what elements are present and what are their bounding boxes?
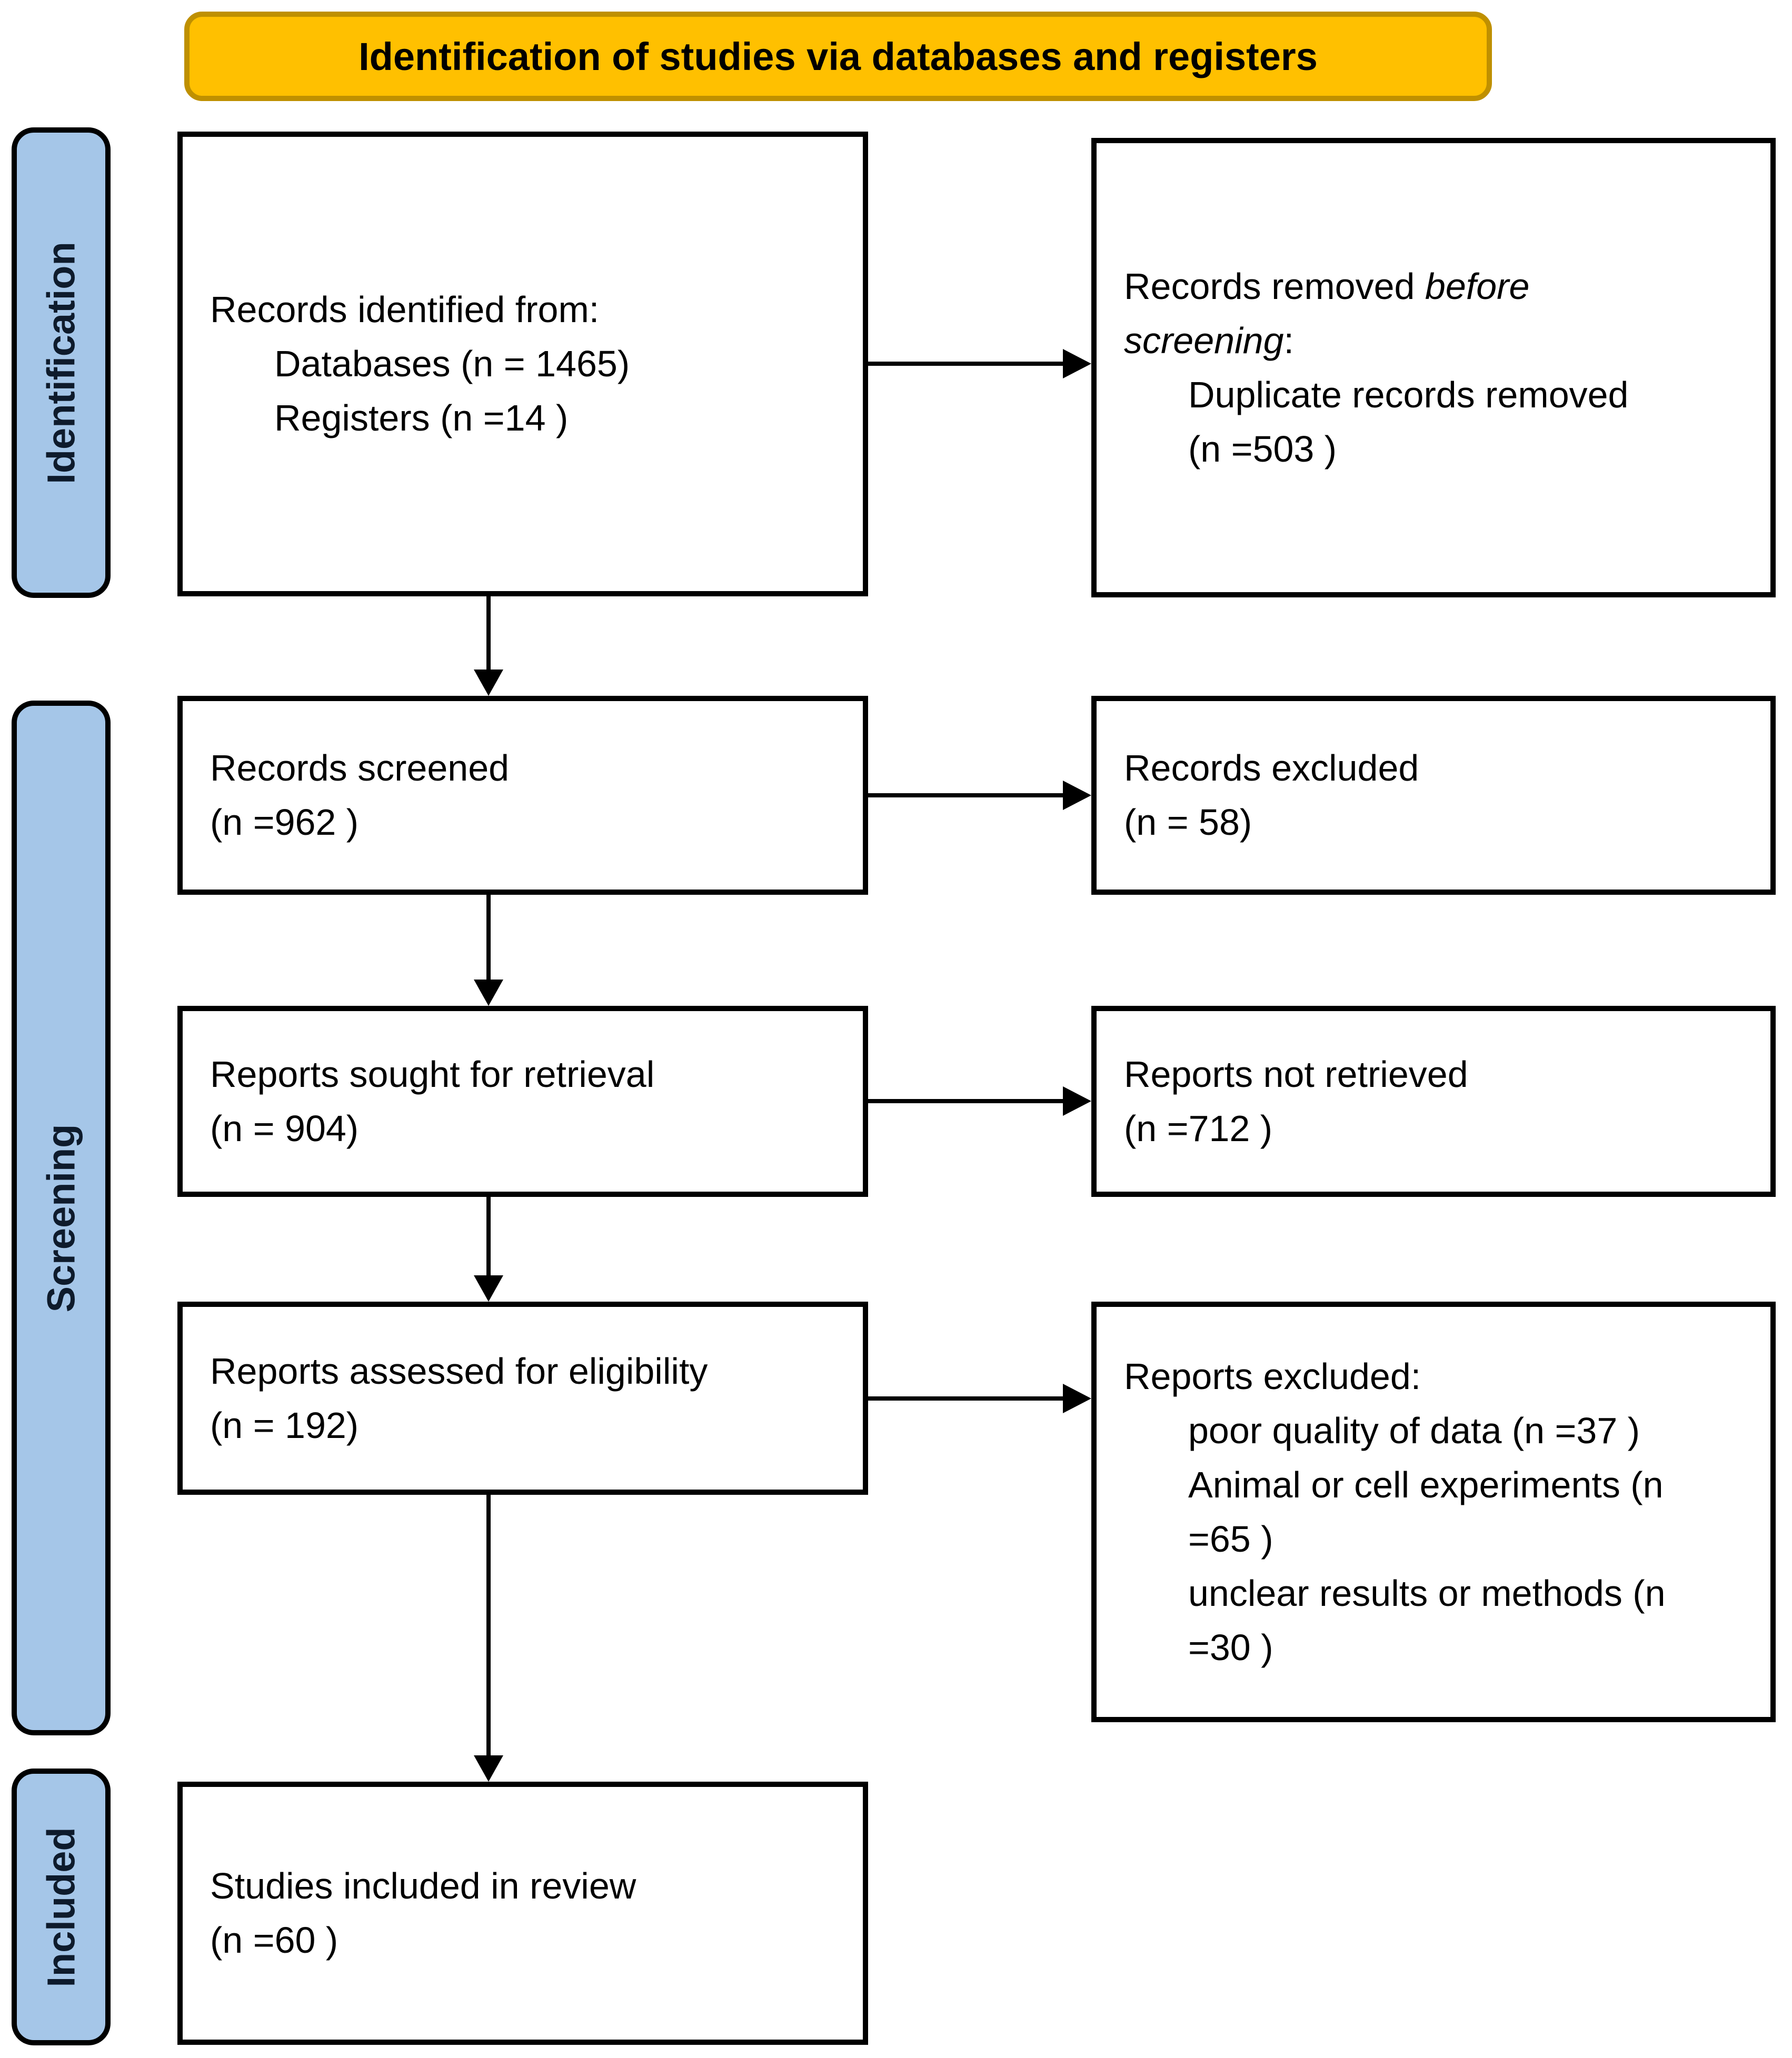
arrow-line-horizontal bbox=[868, 1099, 1066, 1103]
banner: Identification of studies via databases … bbox=[184, 12, 1492, 101]
box-line: Records identified from: bbox=[210, 289, 600, 330]
arrow-head-down-icon bbox=[474, 1275, 503, 1302]
box-line: Reports not retrieved bbox=[1124, 1053, 1468, 1095]
box-line: =65 ) bbox=[1188, 1518, 1273, 1560]
box-line-text: : bbox=[1283, 319, 1294, 361]
arrow-line-vertical bbox=[486, 1197, 491, 1278]
arrow-line-vertical bbox=[486, 596, 491, 673]
box-line: poor quality of data (n =37 ) bbox=[1188, 1410, 1640, 1451]
box-line: (n = 904) bbox=[210, 1107, 359, 1149]
box-line: (n = 58) bbox=[1124, 802, 1252, 843]
box-reports-sought: Reports sought for retrieval (n = 904) bbox=[177, 1006, 868, 1197]
arrow-line-vertical bbox=[486, 1495, 491, 1759]
arrow-head-right-icon bbox=[1063, 1384, 1091, 1413]
box-line: (n =503 ) bbox=[1188, 428, 1337, 469]
stage-label-screening-text: Screening bbox=[39, 1124, 83, 1312]
arrow-line-horizontal bbox=[868, 1396, 1066, 1401]
arrow-head-right-icon bbox=[1063, 781, 1091, 810]
box-line: (n = 192) bbox=[210, 1404, 359, 1446]
box-line: Duplicate records removed bbox=[1188, 374, 1629, 415]
box-reports-not-retrieved: Reports not retrieved (n =712 ) bbox=[1091, 1006, 1776, 1197]
box-records-removed: Records removed before screening: Duplic… bbox=[1091, 138, 1776, 597]
stage-label-included-text: Included bbox=[39, 1826, 83, 1987]
arrow-head-right-icon bbox=[1063, 1086, 1091, 1116]
arrow-head-right-icon bbox=[1063, 349, 1091, 378]
stage-label-included: Included bbox=[12, 1769, 111, 2045]
box-reports-assessed: Reports assessed for eligibility (n = 19… bbox=[177, 1302, 868, 1495]
stage-label-identification: Identification bbox=[12, 127, 111, 598]
box-line-text-italic: before bbox=[1425, 265, 1530, 307]
box-line: Records excluded bbox=[1124, 747, 1419, 788]
box-records-identified: Records identified from: Databases (n = … bbox=[177, 132, 868, 596]
arrow-line-vertical bbox=[486, 895, 491, 983]
box-line: Records screened bbox=[210, 747, 510, 788]
box-records-screened: Records screened (n =962 ) bbox=[177, 696, 868, 895]
arrow-head-down-icon bbox=[474, 670, 503, 696]
box-line-text-italic: screening bbox=[1124, 319, 1284, 361]
box-line: (n =60 ) bbox=[210, 1920, 339, 1961]
box-line: screening: bbox=[1124, 314, 1294, 368]
box-line: Studies included in review bbox=[210, 1865, 636, 1906]
box-line: Records removed before bbox=[1124, 259, 1529, 314]
arrow-line-horizontal bbox=[868, 362, 1066, 366]
stage-label-screening: Screening bbox=[12, 701, 111, 1735]
box-line: Animal or cell experiments (n bbox=[1188, 1464, 1664, 1505]
box-line: =30 ) bbox=[1188, 1626, 1273, 1668]
banner-title: Identification of studies via databases … bbox=[359, 34, 1318, 78]
arrow-head-down-icon bbox=[474, 1755, 503, 1782]
box-line: (n =712 ) bbox=[1124, 1107, 1273, 1149]
box-line: unclear results or methods (n bbox=[1188, 1572, 1666, 1614]
box-line: Reports sought for retrieval bbox=[210, 1053, 655, 1095]
box-line: Databases (n = 1465) bbox=[274, 343, 630, 384]
box-line: Reports assessed for eligibility bbox=[210, 1350, 708, 1392]
stage-label-identification-text: Identification bbox=[39, 241, 83, 484]
box-line: (n =962 ) bbox=[210, 802, 359, 843]
box-line: Reports excluded: bbox=[1124, 1355, 1421, 1397]
box-line-text: Records removed bbox=[1124, 265, 1425, 307]
arrow-line-horizontal bbox=[868, 793, 1066, 797]
box-line: Registers (n =14 ) bbox=[274, 397, 569, 438]
box-reports-excluded: Reports excluded: poor quality of data (… bbox=[1091, 1302, 1776, 1722]
arrow-head-down-icon bbox=[474, 980, 503, 1006]
box-records-excluded: Records excluded (n = 58) bbox=[1091, 696, 1776, 895]
box-studies-included: Studies included in review (n =60 ) bbox=[177, 1782, 868, 2045]
